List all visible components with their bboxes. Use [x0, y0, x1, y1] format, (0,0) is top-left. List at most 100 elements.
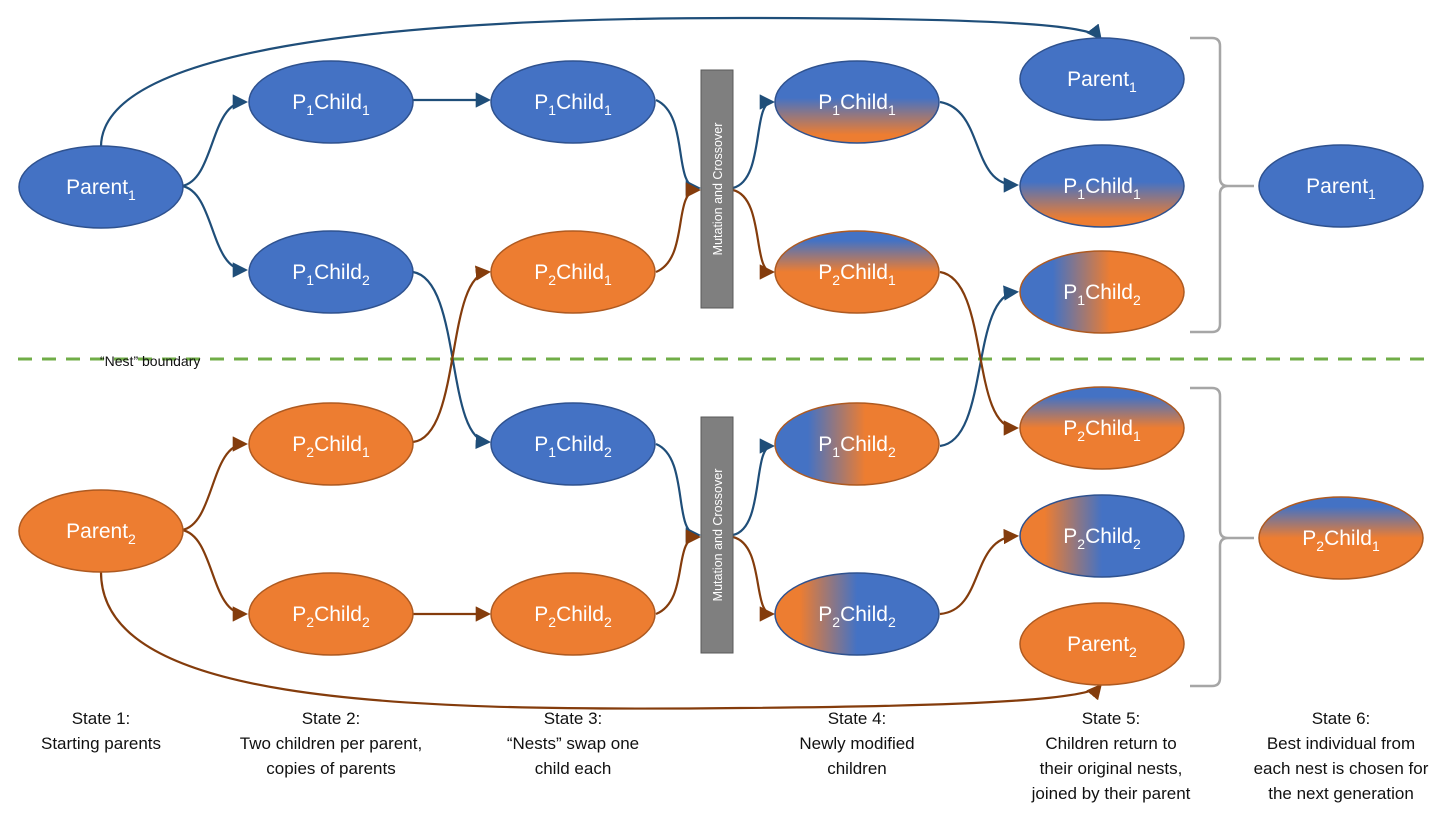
node-s1-parent2: Parent2: [18, 489, 184, 573]
arrow-s2p1c2-to-s3p1c2: [412, 270, 492, 450]
node-s5-p1child1: P1Child1: [1019, 144, 1185, 228]
arrow-s4p1c2-to-s5p1c2: [939, 285, 1020, 448]
node-s5-parent1: Parent1: [1019, 37, 1185, 121]
arrow-s1p1-to-s2p1c2: [181, 184, 249, 278]
node-label: Parent2: [66, 520, 136, 547]
state-caption-line: Starting parents: [40, 734, 161, 753]
node-ellipse: [774, 402, 940, 486]
mutation-crossover-box-bottom: Mutation and Crossover: [700, 416, 734, 654]
node-ellipse: [1019, 144, 1185, 228]
state-caption-line: State 3:: [543, 709, 603, 728]
orange-connectors: [99, 182, 1102, 710]
node-label: P1Child2: [818, 433, 896, 460]
node-ellipse: [18, 489, 184, 573]
node-ellipse: [248, 60, 414, 144]
node-label: P2Child1: [292, 433, 370, 460]
arrow-s1p1-to-s2p1c1: [181, 94, 249, 188]
node-label: P2Child2: [1063, 525, 1141, 552]
state-caption-line: Newly modified: [799, 734, 915, 753]
node-label: P2Child1: [818, 261, 896, 288]
state-caption-line: children: [827, 759, 887, 778]
node-s3-p1child1: P1Child1: [490, 60, 656, 144]
node-ellipse: [490, 402, 656, 486]
state-caption-line: State 6:: [1311, 709, 1371, 728]
node-label: P1Child2: [534, 433, 612, 460]
node-ellipse: [490, 60, 656, 144]
arrow-s1p2-to-s2p2c2: [181, 528, 249, 622]
node-ellipse: [248, 230, 414, 314]
node-s4-p2child1: P2Child1: [774, 230, 940, 314]
mutation-crossover-label-bottom: Mutation and Crossover: [711, 469, 725, 602]
arrow-s1p2-to-s5p2: [99, 571, 1102, 710]
arrow-s4p1c1-to-s5p1c1: [939, 100, 1020, 193]
node-label: Parent1: [66, 176, 136, 203]
mutation-crossover-label-top: Mutation and Crossover: [711, 123, 725, 256]
node-label: P1Child1: [292, 91, 370, 118]
brace-bottom: [1190, 386, 1254, 688]
node-ellipse: [774, 572, 940, 656]
node-ellipse: [490, 230, 656, 314]
state-caption-line: State 5:: [1081, 709, 1141, 728]
node-ellipse: [18, 145, 184, 229]
node-label: P2Child2: [534, 603, 612, 630]
state-caption-2: State 2:Two children per parent,copies o…: [211, 706, 451, 781]
state-caption-line: their original nests,: [1039, 759, 1183, 778]
state-caption-4: State 4: Newly modified children: [737, 706, 977, 781]
node-ellipse: [1019, 386, 1185, 470]
node-s6-p2child1: P2Child1: [1258, 496, 1424, 580]
node-s2-p1child1: P1Child1: [248, 60, 414, 144]
node-label: P2Child1: [1302, 527, 1380, 554]
state-caption-line: “Nests” swap one: [506, 734, 640, 753]
node-s3-p2child2: P2Child2: [490, 572, 656, 656]
node-ellipse: [1258, 144, 1424, 228]
brace-top: [1190, 36, 1254, 334]
node-label: P1Child1: [534, 91, 612, 118]
state-caption-line: Best individual from: [1266, 734, 1416, 753]
node-label: P2Child1: [534, 261, 612, 288]
node-s4-p1child2: P1Child2: [774, 402, 940, 486]
arrow-s3p2c2-to-box2: [655, 529, 702, 616]
state-caption-line: State 1:: [71, 709, 131, 728]
node-ellipse: [1019, 494, 1185, 578]
node-ellipse: [248, 402, 414, 486]
node-s2-p2child1: P2Child1: [248, 402, 414, 486]
node-label: Parent1: [1306, 175, 1376, 202]
arrow-s4p2c2-to-s5p2c2: [939, 528, 1020, 616]
node-s1-parent1: Parent1: [18, 145, 184, 229]
arrow-s3p2c1-to-box1: [655, 182, 702, 274]
node-s4-p1child1: P1Child1: [774, 60, 940, 144]
arrow-s3p1c2-to-box2: [655, 442, 702, 543]
arrow-s2p2c1-to-s3p2c1: [412, 265, 492, 444]
state-caption-line: joined by their parent: [1031, 784, 1191, 803]
arrow-s4p2c1-to-s5p2c1: [939, 270, 1020, 436]
node-ellipse: [1019, 602, 1185, 686]
braces: [1190, 36, 1254, 688]
arrow-box2-to-s4p1c2: [732, 438, 776, 537]
node-label: Parent1: [1067, 68, 1137, 95]
node-ellipse: [1019, 250, 1185, 334]
node-label: P1Child1: [1063, 175, 1141, 202]
node-label: Parent2: [1067, 633, 1137, 660]
node-label: P1Child1: [818, 91, 896, 118]
node-s5-parent2: Parent2: [1019, 602, 1185, 686]
arrow-box1-to-s4p2c1: [732, 188, 776, 280]
node-s5-p1child2: P1Child2: [1019, 250, 1185, 334]
state-caption-line: State 4:: [827, 709, 887, 728]
node-s4-p2child2: P2Child2: [774, 572, 940, 656]
node-s2-p1child2: P1Child2: [248, 230, 414, 314]
state-caption-line: State 2:: [301, 709, 361, 728]
node-label: P2Child1: [1063, 417, 1141, 444]
state-caption-line: copies of parents: [266, 759, 396, 778]
node-s6-parent1: Parent1: [1258, 144, 1424, 228]
node-s5-p2child2: P2Child2: [1019, 494, 1185, 578]
node-ellipse: [774, 60, 940, 144]
state-caption-line: the next generation: [1268, 784, 1414, 803]
node-label: P1Child2: [1063, 281, 1141, 308]
node-ellipse: [1258, 496, 1424, 580]
mutation-crossover-box-top: Mutation and Crossover: [700, 69, 734, 309]
nodes-layer: Parent1Parent2P1Child1P1Child2P2Child1P2…: [18, 37, 1424, 686]
node-ellipse: [248, 572, 414, 656]
state-caption-line: each nest is chosen for: [1253, 759, 1429, 778]
